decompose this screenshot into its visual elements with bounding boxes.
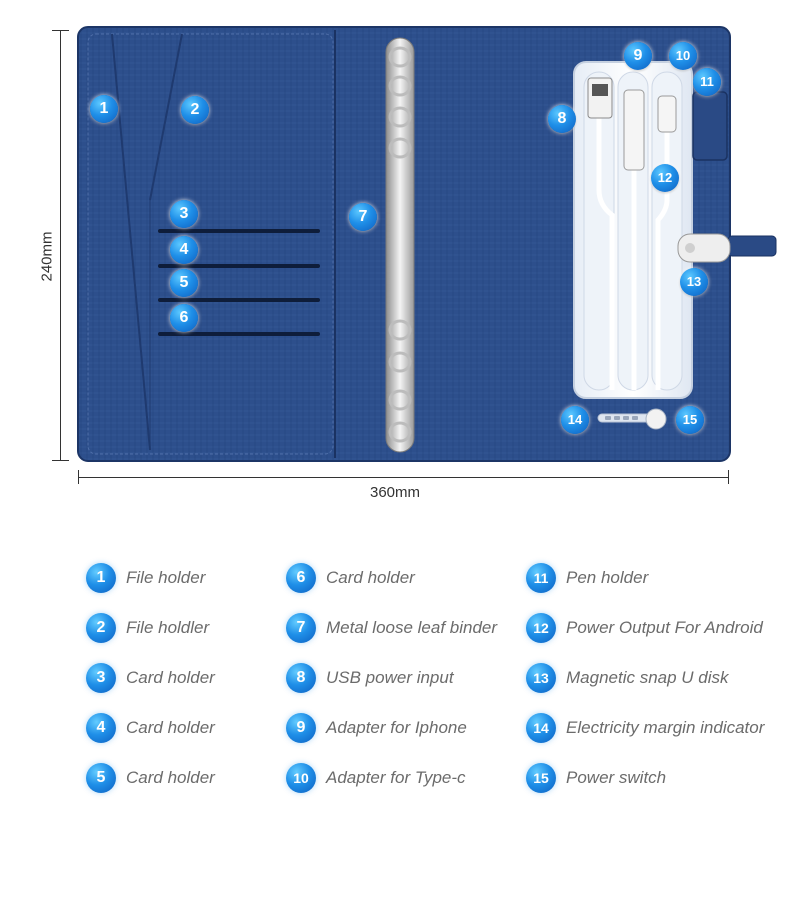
legend-label: Electricity margin indicator bbox=[566, 718, 765, 737]
legend-badge: 14 bbox=[526, 713, 556, 743]
legend-badge: 10 bbox=[286, 763, 316, 793]
legend-item-9: 9 Adapter for Iphone bbox=[286, 713, 467, 743]
callout-badge-8: 8 bbox=[548, 105, 576, 133]
legend-item-8: 8 USB power input bbox=[286, 663, 454, 693]
callout-badge-4: 4 bbox=[170, 236, 198, 264]
legend-label: Pen holder bbox=[566, 568, 649, 587]
width-dimension-tick-right bbox=[728, 470, 729, 484]
legend-label: File holder bbox=[126, 568, 206, 587]
legend-badge: 13 bbox=[526, 663, 556, 693]
usb-cable bbox=[596, 115, 615, 390]
callout-badge-12: 12 bbox=[651, 164, 679, 192]
legend-label: Magnetic snap U disk bbox=[566, 668, 729, 687]
legend-label: File holdler bbox=[126, 618, 210, 637]
legend-label: Metal loose leaf binder bbox=[326, 618, 498, 637]
legend-badge: 6 bbox=[286, 563, 316, 593]
notebook-power-bank-illustration bbox=[77, 26, 777, 462]
binder-rings bbox=[388, 46, 412, 443]
width-dimension-line bbox=[78, 477, 728, 478]
legend-badge: 12 bbox=[526, 613, 556, 643]
legend-item-1: 1 File holder bbox=[86, 563, 205, 593]
card-slot-4 bbox=[158, 264, 320, 268]
legend-badge: 8 bbox=[286, 663, 316, 693]
width-dimension-label: 360mm bbox=[370, 484, 421, 501]
lightning-plug bbox=[623, 89, 645, 171]
legend-label: Adapter for Type-c bbox=[326, 768, 466, 787]
legend-label: Card holder bbox=[326, 568, 415, 587]
legend-badge: 2 bbox=[86, 613, 116, 643]
callout-badge-2: 2 bbox=[181, 96, 209, 124]
legend-label: Card holder bbox=[126, 718, 215, 737]
height-dimension-line bbox=[60, 30, 61, 460]
legend-badge: 9 bbox=[286, 713, 316, 743]
file-pocket-2 bbox=[149, 33, 183, 201]
legend-item-12: 12 Power Output For Android bbox=[526, 613, 763, 643]
card-slot-3 bbox=[158, 229, 320, 233]
height-dimension-tick-bottom bbox=[52, 460, 69, 461]
height-dimension-tick-top bbox=[52, 30, 69, 31]
callout-badge-1: 1 bbox=[90, 95, 118, 123]
callout-badge-13: 13 bbox=[680, 268, 708, 296]
typec-cable bbox=[655, 130, 670, 390]
legend-label: USB power input bbox=[326, 668, 454, 687]
legend-badge: 15 bbox=[526, 763, 556, 793]
legend-item-4: 4 Card holder bbox=[86, 713, 215, 743]
callout-badge-14: 14 bbox=[561, 406, 589, 434]
legend-item-11: 11 Pen holder bbox=[526, 563, 648, 593]
callout-badge-6: 6 bbox=[170, 304, 198, 332]
width-dimension-tick-left bbox=[78, 470, 79, 484]
callout-badge-5: 5 bbox=[170, 269, 198, 297]
legend-item-15: 15 Power switch bbox=[526, 763, 666, 793]
callout-badge-7: 7 bbox=[349, 203, 377, 231]
callout-badge-11: 11 bbox=[693, 68, 721, 96]
legend-item-7: 7 Metal loose leaf binder bbox=[286, 613, 497, 643]
left-panel bbox=[87, 33, 334, 455]
callout-badge-15: 15 bbox=[676, 406, 704, 434]
callout-badge-9: 9 bbox=[624, 42, 652, 70]
legend-label: Card holder bbox=[126, 668, 215, 687]
legend-item-13: 13 Magnetic snap U disk bbox=[526, 663, 729, 693]
legend-badge: 7 bbox=[286, 613, 316, 643]
legend-item-5: 5 Card holder bbox=[86, 763, 215, 793]
card-slot-6 bbox=[158, 332, 320, 336]
legend-item-6: 6 Card holder bbox=[286, 563, 415, 593]
legend-item-10: 10 Adapter for Type-c bbox=[286, 763, 466, 793]
u-disk bbox=[677, 233, 731, 263]
legend-label: Adapter for Iphone bbox=[326, 718, 467, 737]
file-pocket-1 bbox=[111, 33, 151, 451]
legend-item-14: 14 Electricity margin indicator bbox=[526, 713, 764, 743]
power-switch-button bbox=[645, 408, 667, 430]
legend-badge: 1 bbox=[86, 563, 116, 593]
legend-badge: 4 bbox=[86, 713, 116, 743]
legend-badge: 5 bbox=[86, 763, 116, 793]
legend-item-2: 2 File holdler bbox=[86, 613, 209, 643]
legend-badge: 3 bbox=[86, 663, 116, 693]
pen-holder bbox=[692, 91, 728, 161]
legend-label: Power Output For Android bbox=[566, 618, 763, 637]
magnetic-strap bbox=[727, 235, 777, 257]
legend-label: Power switch bbox=[566, 768, 667, 787]
legend-badge: 11 bbox=[526, 563, 556, 593]
legend-item-3: 3 Card holder bbox=[86, 663, 215, 693]
legend-label: Card holder bbox=[126, 768, 215, 787]
card-slot-5 bbox=[158, 298, 320, 302]
callout-badge-10: 10 bbox=[669, 42, 697, 70]
typec-plug bbox=[657, 95, 677, 133]
callout-badge-3: 3 bbox=[170, 200, 198, 228]
